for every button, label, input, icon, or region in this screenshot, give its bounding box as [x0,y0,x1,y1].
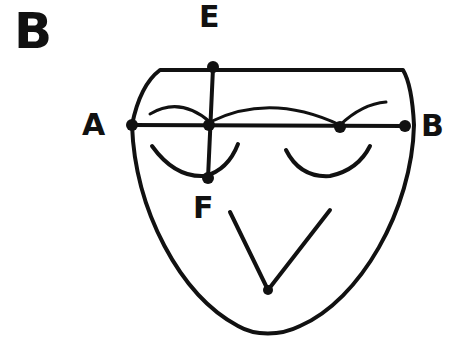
face-outline [132,70,414,334]
point [207,61,219,73]
panel-letter: B [14,6,52,56]
mouth [230,210,330,290]
point [263,285,273,295]
left-eye [152,144,238,176]
point [202,172,214,184]
point [399,120,411,132]
point-label: B [421,111,444,141]
point [203,119,215,131]
horizontal-line [132,125,405,126]
point-label: E [199,2,220,32]
brow-arcs [150,102,386,125]
point [334,121,346,133]
point-label: F [193,193,214,223]
right-eye [286,146,370,176]
point-label: A [82,110,105,140]
point [126,119,138,131]
points [126,61,411,295]
